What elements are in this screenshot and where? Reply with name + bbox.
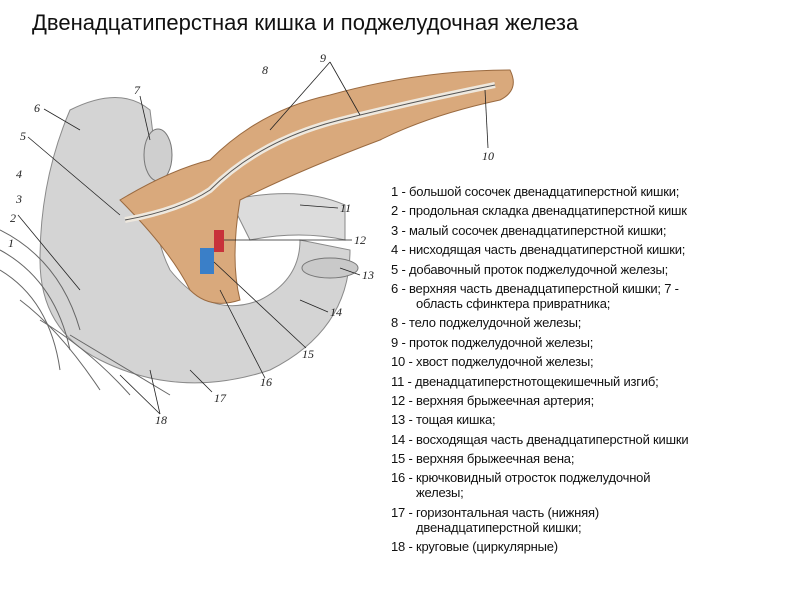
legend-item-3: 3 - малый сосочек двенадцатиперстной киш… [391, 222, 667, 238]
label-6: 6 [34, 101, 40, 115]
superior-mesenteric-artery [214, 230, 224, 252]
label-5: 5 [20, 129, 26, 143]
label-8: 8 [262, 63, 268, 77]
label-10: 10 [482, 149, 494, 163]
leader-lines [17, 61, 489, 415]
legend-item-17: 17 - горизонтальная часть (нижняя)двенад… [391, 504, 599, 535]
anatomy-illustration: 1 2 3 4 5 6 7 8 9 10 11 12 13 14 15 16 1… [0, 51, 514, 425]
label-2: 2 [10, 211, 16, 225]
label-18: 18 [155, 413, 167, 425]
label-1: 1 [8, 236, 14, 250]
legend-item-16: 16 - крючковидный отросток поджелудочной… [391, 470, 651, 501]
legend-item-14: 14 - восходящая часть двенадцатиперстной… [391, 431, 689, 447]
label-4: 4 [16, 167, 22, 181]
pylorus-opening [143, 128, 173, 182]
legend-item-8: 8 - тело поджелудочной железы; [391, 315, 582, 331]
label-7: 7 [134, 83, 141, 97]
label-15: 15 [302, 347, 314, 361]
legend-item-10: 10 - хвост поджелудочной железы; [391, 354, 594, 370]
legend-item-9: 9 - проток поджелудочной железы; [391, 334, 594, 350]
superior-mesenteric-vein [200, 248, 214, 274]
label-14: 14 [330, 305, 342, 319]
figure-labels: 1 2 3 4 5 6 7 8 9 10 11 12 13 14 15 16 1… [8, 51, 494, 425]
label-3: 3 [15, 192, 22, 206]
circular-folds [0, 229, 171, 396]
legend-item-11: 11 - двенадцатиперстнотощекишечный изгиб… [391, 373, 659, 389]
legend-item-12: 12 - верхняя брыжеечная артерия; [391, 392, 594, 408]
slide-title: Двенадцатиперстная кишка и поджелудочная… [32, 10, 579, 35]
jejunum [229, 193, 346, 241]
legend-item-4: 4 - нисходящая часть двенадцатиперстной … [391, 242, 686, 258]
legend-item-2: 2 - продольная складка двенадцатиперстно… [391, 203, 687, 219]
legend-item-5: 5 - добавочный проток поджелудочной желе… [391, 261, 669, 277]
label-16: 16 [260, 375, 272, 389]
label-13: 13 [362, 268, 374, 282]
jejunum-opening [301, 257, 359, 279]
legend-item-18: 18 - круговые (циркулярные) [391, 539, 558, 555]
legend: 1 - большой сосочек двенадцатиперстной к… [391, 184, 791, 559]
legend-item-15: 15 - верхняя брыжеечная вена; [391, 451, 575, 467]
legend-item-6-7: 6 - верхняя часть двенадцатиперстной киш… [391, 280, 679, 311]
label-17: 17 [214, 391, 227, 405]
legend-item-1: 1 - большой сосочек двенадцатиперстной к… [391, 184, 680, 199]
label-12: 12 [354, 233, 366, 247]
label-9: 9 [320, 51, 326, 65]
legend-item-13: 13 - тощая кишка; [391, 412, 496, 428]
label-11: 11 [340, 201, 351, 215]
